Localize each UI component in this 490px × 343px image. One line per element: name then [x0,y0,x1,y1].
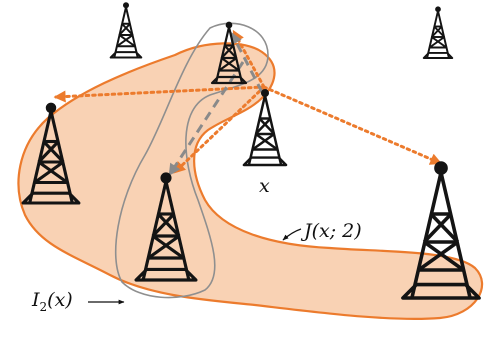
tower-icon [21,102,81,205]
region-i-outline [114,22,269,299]
tower-icon [134,172,198,282]
orange-arrows [53,29,443,174]
dashed-arrow-to-lower-left [168,61,245,177]
label-x: x [259,175,270,197]
tower-icon [401,161,481,300]
arrow-to-lower-left-tower [173,85,266,174]
label-i-letter: I [31,289,40,311]
arrow-to-right-tower [262,85,443,165]
tower-icon [210,21,248,85]
dashed-arrow-to-top [230,31,264,93]
tower-icon-source [242,89,288,167]
tower-icon [422,6,454,59]
tower-icon [109,2,143,59]
gray-arrows [168,31,264,177]
label-j: J(x; 2) [300,220,362,242]
label-j-pointer [282,228,302,241]
arrow-to-left-tower [53,85,266,103]
label-i-arg: (x) [47,289,73,311]
label-i-subscript: 2 [40,300,48,314]
label-i: I2(x) [31,289,73,314]
region-j-shape [17,42,484,321]
